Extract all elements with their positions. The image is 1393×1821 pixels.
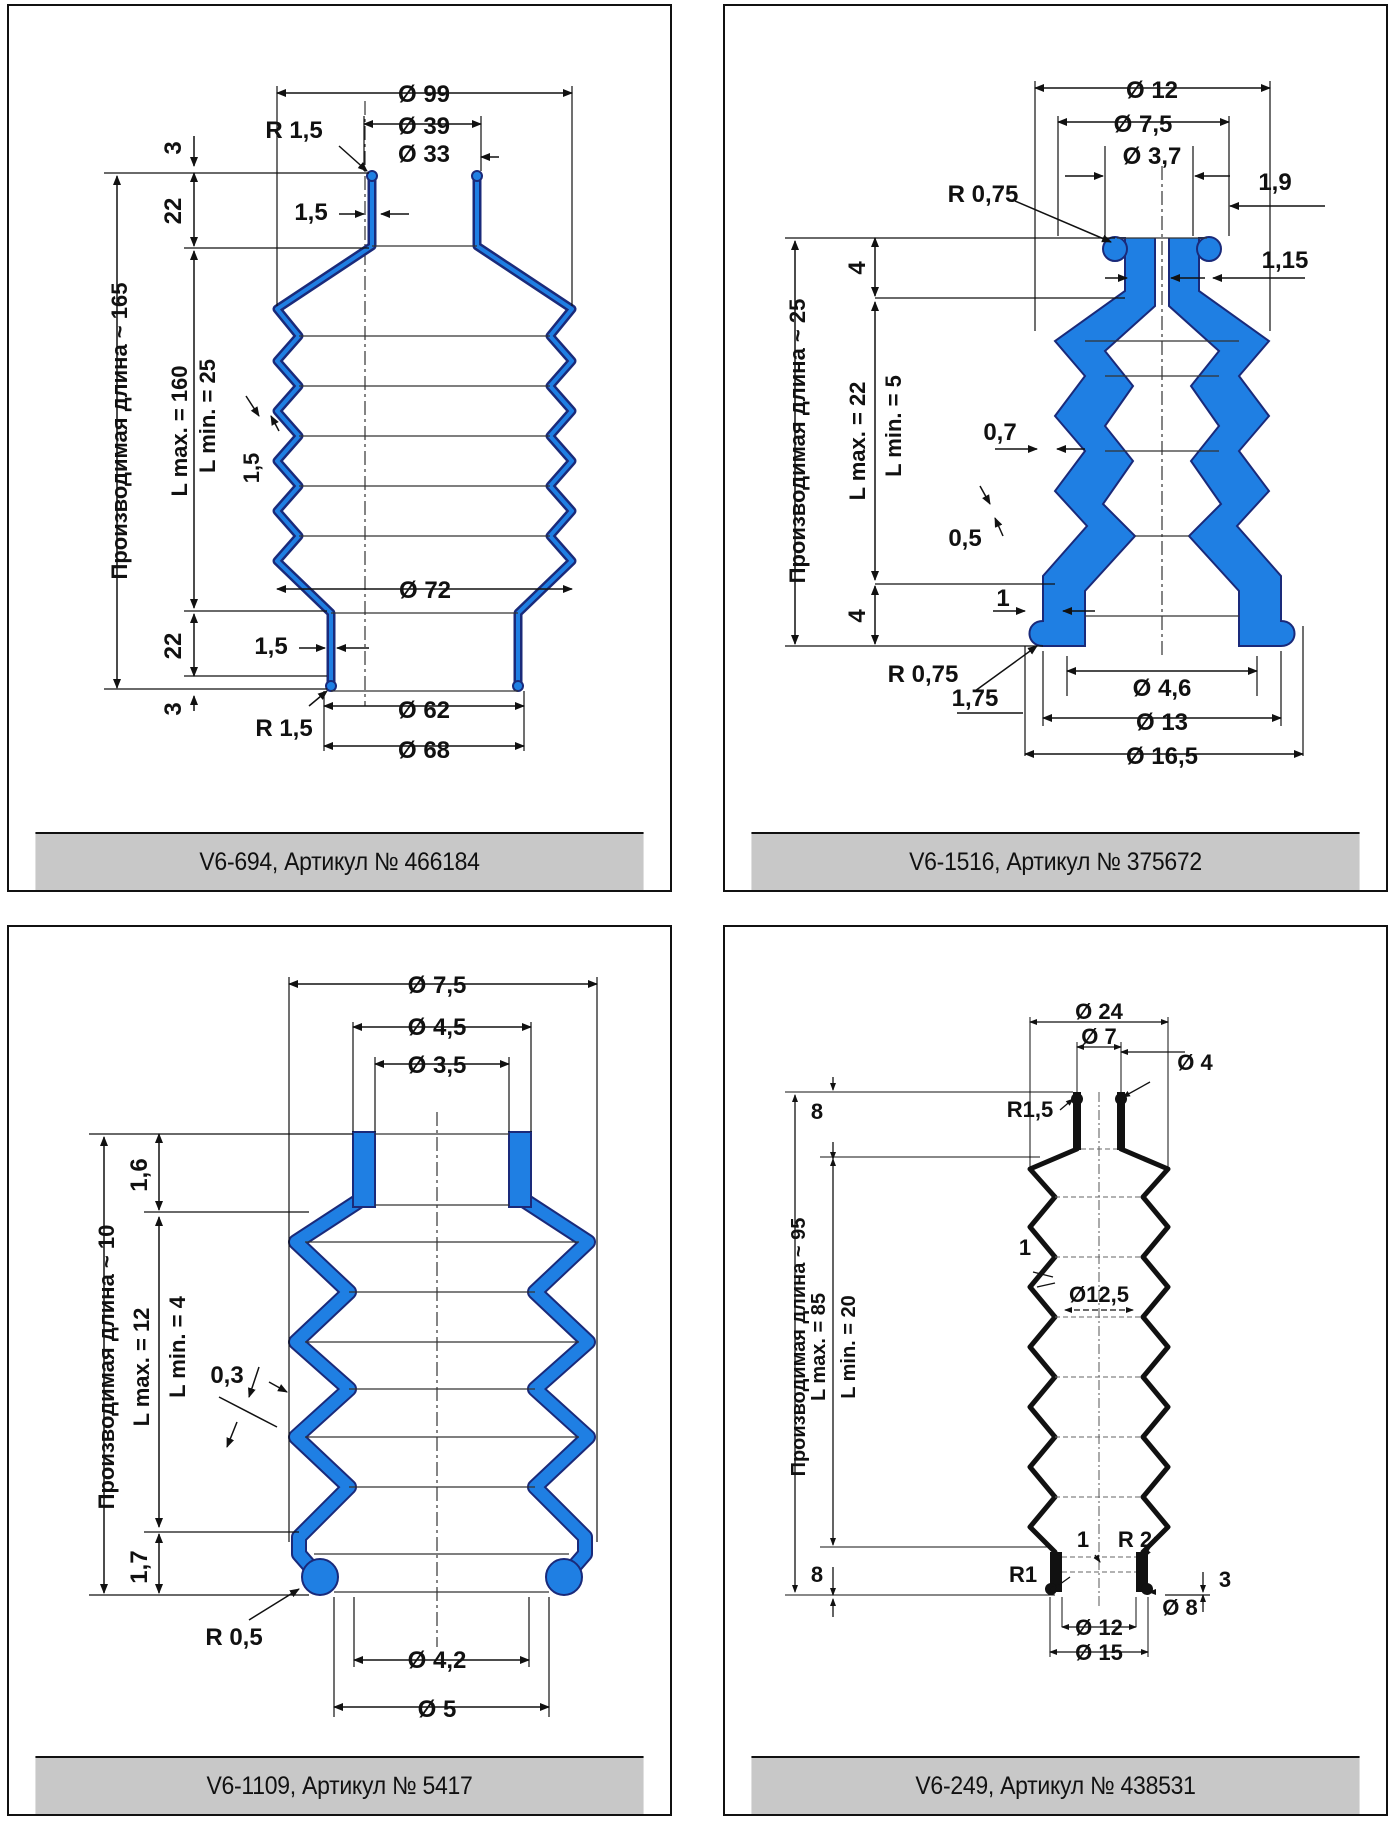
label-4-top: 4 — [844, 261, 871, 275]
label-r0-5: R 0,5 — [205, 1624, 262, 1651]
bellows-profile-right — [1168, 237, 1296, 647]
label-d12-5: Ø12,5 — [1069, 1282, 1129, 1307]
label-dim22-top: 22 — [160, 198, 187, 225]
label-d7: Ø 7 — [1081, 1024, 1116, 1049]
label-d68: Ø 68 — [398, 737, 450, 764]
label-1-9: 1,9 — [1258, 169, 1291, 196]
bellows-drawing-3: Ø 7,5 Ø 4,5 Ø 3,5 1,6 Производимая длина… — [89, 972, 598, 1723]
panel-caption: V6-1109, Артикул № 5417 — [35, 1756, 644, 1814]
label-dim3-top: 3 — [160, 141, 187, 154]
label-d12: Ø 12 — [1075, 1615, 1123, 1640]
label-lmin: L min. = 5 — [881, 375, 906, 477]
bellows-profile — [272, 171, 577, 691]
label-lmax: L max. = 22 — [845, 382, 870, 501]
label-d16-5: Ø 16,5 — [1126, 743, 1198, 770]
label-length: Производимая длина ~ 10 — [94, 1225, 119, 1510]
label-length: Производимая длина ~ 95 — [788, 1218, 810, 1477]
label-t15-top: 1,5 — [294, 199, 327, 226]
label-lmin: L min. = 20 — [838, 1295, 860, 1399]
label-r1: R1 — [1009, 1562, 1037, 1587]
label-d39: Ø 39 — [398, 113, 450, 140]
label-1-75: 1,75 — [952, 685, 999, 712]
label-r15-bot: R 1,5 — [255, 715, 312, 742]
label-lmax: L max. = 12 — [129, 1308, 154, 1427]
label-0-5: 0,5 — [948, 525, 981, 552]
drawing-panel-v6-1516: Ø 12 Ø 7,5 Ø 3,7 R 0,75 1,9 1,15 4 Произ… — [723, 4, 1388, 892]
bellows-profile-left — [1028, 237, 1156, 647]
label-d62: Ø 62 — [398, 697, 450, 724]
label-1-wall: 1 — [1019, 1235, 1031, 1260]
label-r15-top: R 1,5 — [265, 117, 322, 144]
panel-caption: V6-249, Артикул № 438531 — [751, 1756, 1360, 1814]
label-d5: Ø 5 — [418, 1696, 457, 1723]
label-lmax: L max. = 160 — [167, 365, 192, 496]
label-1-7: 1,7 — [126, 1550, 153, 1583]
label-lmin: L min. = 4 — [165, 1295, 190, 1397]
fold-lines — [299, 245, 550, 692]
label-dim22-bot: 22 — [160, 633, 187, 660]
label-4-bot: 4 — [844, 609, 871, 623]
label-d8: Ø 8 — [1162, 1595, 1197, 1620]
label-lmax: L max. = 85 — [808, 1293, 830, 1401]
bellows-drawing-1: Ø 99 Ø 39 Ø 33 R 1,5 1,5 3 22 Производим… — [104, 81, 577, 764]
label-d24: Ø 24 — [1075, 999, 1123, 1024]
bellows-drawing-4: Ø 24 Ø 7 Ø 4 8 R1,5 1 Ø12,5 Производимая… — [785, 999, 1231, 1665]
label-d72: Ø 72 — [399, 577, 451, 604]
label-1-bot: 1 — [1077, 1527, 1089, 1552]
label-0-7: 0,7 — [983, 419, 1016, 446]
label-3: 3 — [1219, 1567, 1231, 1592]
label-dim3-bot: 3 — [160, 702, 187, 715]
label-d4-5: Ø 4,5 — [408, 1014, 467, 1041]
drawing-panel-v6-694: Ø 99 Ø 39 Ø 33 R 1,5 1,5 3 22 Производим… — [7, 4, 672, 892]
label-length: Производимая длина ~ 165 — [107, 283, 132, 580]
label-d4-6: Ø 4,6 — [1133, 675, 1192, 702]
label-r0-75-top: R 0,75 — [948, 181, 1019, 208]
label-0-3: 0,3 — [210, 1362, 243, 1389]
label-r2: R 2 — [1118, 1527, 1152, 1552]
label-8-bot: 8 — [811, 1562, 823, 1587]
label-d13: Ø 13 — [1136, 709, 1188, 736]
label-1-6: 1,6 — [126, 1158, 153, 1191]
label-d99: Ø 99 — [398, 81, 450, 108]
label-d7-5: Ø 7,5 — [1114, 111, 1173, 138]
label-1-15: 1,15 — [1262, 247, 1309, 274]
label-r0-75-bot: R 0,75 — [888, 661, 959, 688]
label-d15: Ø 15 — [1075, 1640, 1123, 1665]
label-d3-5: Ø 3,5 — [408, 1052, 467, 1079]
label-wall: 1,5 — [239, 453, 264, 484]
label-1: 1 — [996, 585, 1009, 612]
drawing-panel-v6-249: Ø 24 Ø 7 Ø 4 8 R1,5 1 Ø12,5 Производимая… — [723, 925, 1388, 1816]
label-8-top: 8 — [811, 1099, 823, 1124]
bellows-drawing-2: Ø 12 Ø 7,5 Ø 3,7 R 0,75 1,9 1,15 4 Произ… — [785, 77, 1325, 770]
label-length: Производимая длина ~ 25 — [785, 299, 810, 584]
label-d33: Ø 33 — [398, 141, 450, 168]
panel-caption: V6-694, Артикул № 466184 — [35, 832, 644, 890]
label-d4: Ø 4 — [1177, 1050, 1213, 1075]
label-d12: Ø 12 — [1126, 77, 1178, 104]
label-lmin: L min. = 25 — [195, 359, 220, 473]
label-d7-5: Ø 7,5 — [408, 972, 467, 999]
label-t15-bot: 1,5 — [254, 633, 287, 660]
label-r1-5: R1,5 — [1007, 1097, 1053, 1122]
panel-caption: V6-1516, Артикул № 375672 — [751, 832, 1360, 890]
label-d4-2: Ø 4,2 — [408, 1647, 467, 1674]
drawing-panel-v6-1109: Ø 7,5 Ø 4,5 Ø 3,5 1,6 Производимая длина… — [7, 925, 672, 1816]
label-d3-7: Ø 3,7 — [1123, 143, 1182, 170]
